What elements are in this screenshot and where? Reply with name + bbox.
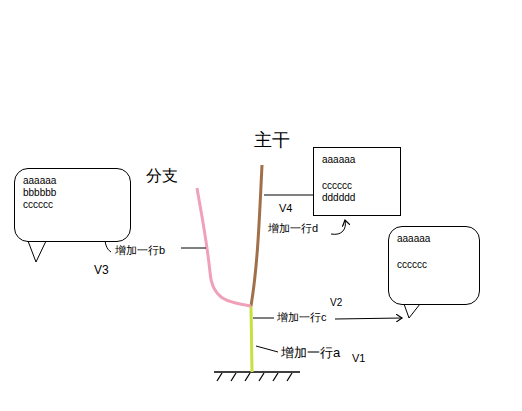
version-number: V4 — [279, 202, 292, 214]
commit-label: 增加一行d — [268, 222, 318, 234]
version-number: V3 — [94, 264, 109, 277]
node-text: cccccc — [23, 199, 122, 211]
node-text: dddddd — [322, 192, 392, 204]
commit-label: 增加一行a — [281, 346, 340, 360]
node-text: aaaaaa — [23, 175, 122, 187]
branch-title: 分支 — [146, 167, 178, 185]
commit-label: 增加一行b — [115, 244, 165, 256]
node-text: aaaaaa — [397, 233, 471, 245]
version-number: V2 — [330, 297, 342, 308]
version-number: V1 — [352, 352, 365, 364]
node-text: aaaaaa — [322, 154, 392, 166]
commit-label: 增加一行c — [277, 311, 327, 323]
speech-bubble: aaaaaabbbbbbcccccc — [14, 168, 131, 242]
node-text: bbbbbb — [23, 187, 122, 199]
version-box: aaaaaa ccccccdddddd — [313, 147, 401, 216]
node-text: cccccc — [397, 259, 471, 271]
node-text: cccccc — [322, 180, 392, 192]
trunk-title: 主干 — [254, 130, 290, 150]
speech-bubble: aaaaaa cccccc — [388, 226, 480, 305]
